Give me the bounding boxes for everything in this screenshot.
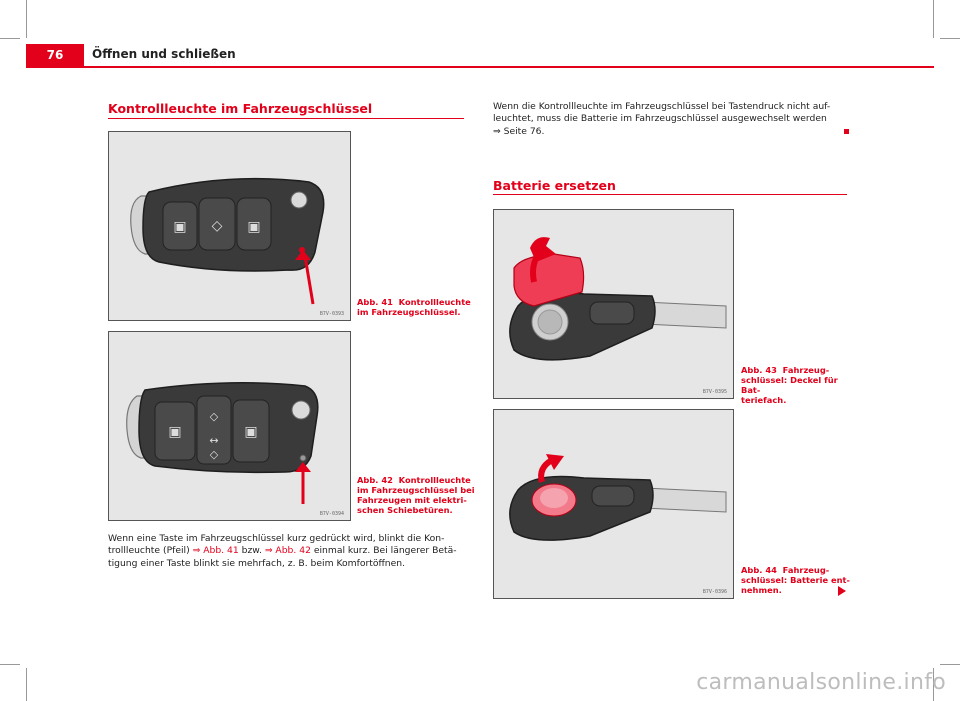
figure-code: B7V-0394 <box>319 511 344 517</box>
figure-42-link[interactable]: ⇒ Abb. 42 <box>264 545 311 557</box>
crop-mark <box>0 664 20 665</box>
section-rule <box>108 118 464 119</box>
figure-43-battery-cover: B7V-0395 <box>493 209 734 399</box>
crop-mark <box>933 0 934 38</box>
section-title-kontrollleuchte: Kontrollleuchte im Fahrzeugschlüssel <box>108 101 373 116</box>
figure-41-key-indicator: ▣ ◇ ▣ B7V-0393 <box>108 131 351 321</box>
key-remove-battery-illustration <box>494 410 733 598</box>
svg-text:◇: ◇ <box>210 410 219 423</box>
svg-text:↔: ↔ <box>209 434 218 447</box>
caption-text: teriefach. <box>741 395 787 405</box>
text-line: leuchtet, muss die Batterie im Fahrzeugs… <box>493 113 827 125</box>
caption-text: schen Schiebetüren. <box>357 505 453 515</box>
body-paragraph-right: Wenn die Kontrollleuchte im Fahrzeugschl… <box>493 101 849 138</box>
text-line: tigung einer Taste blinkt sie mehrfach, … <box>108 557 405 569</box>
section-rule <box>493 194 847 195</box>
page-number: 76 <box>26 44 84 66</box>
figure-code: B7V-0393 <box>319 311 344 317</box>
figure-44-battery-removal: B7V-0396 <box>493 409 734 599</box>
caption-label: Abb. 44 <box>741 565 777 575</box>
end-of-section-mark <box>844 129 849 134</box>
figure-44-caption: Abb. 44 Fahrzeug- schlüssel: Batterie en… <box>741 565 859 595</box>
running-header: Öffnen und schließen <box>92 47 236 61</box>
figure-code: B7V-0395 <box>702 389 727 395</box>
caption-text: nehmen. <box>741 585 782 595</box>
text-segment: trollleuchte (Pfeil) <box>108 545 193 557</box>
text-line: Wenn die Kontrollleuchte im Fahrzeugschl… <box>493 101 831 112</box>
crop-mark <box>933 668 934 701</box>
caption-text: Fahrzeugen mit elektri- <box>357 495 467 505</box>
continue-arrow-icon <box>838 586 846 596</box>
caption-label: Abb. 42 <box>357 475 393 485</box>
page-76-link[interactable]: ⇒ Seite 76. <box>493 125 545 137</box>
figure-42-caption: Abb. 42 Kontrollleuchte im Fahrzeugschlü… <box>357 475 475 515</box>
caption-text: Kontrollleuchte <box>398 297 471 307</box>
text-segment: einmal kurz. Bei längerer Betä- <box>310 545 457 557</box>
caption-label: Abb. 43 <box>741 365 777 375</box>
svg-text:▣: ▣ <box>173 219 186 235</box>
watermark: carmanualsonline.info <box>696 670 946 695</box>
caption-text: Fahrzeug- <box>782 365 830 375</box>
caption-text: im Fahrzeugschlüssel. <box>357 307 461 317</box>
svg-text:▣: ▣ <box>244 424 257 440</box>
crop-mark <box>940 664 960 665</box>
figure-41-link[interactable]: ⇒ Abb. 41 <box>192 545 239 557</box>
crop-mark <box>940 38 960 39</box>
key-open-cover-illustration <box>494 210 733 398</box>
text-line: Wenn eine Taste im Fahrzeugschlüssel kur… <box>108 533 445 544</box>
figure-42-key-indicator-sliding-doors: ▣ ◇ ↔ ◇ ▣ B7V-0394 <box>108 331 351 521</box>
crop-mark <box>0 38 20 39</box>
caption-text: schlüssel: Deckel für Bat- <box>741 375 838 395</box>
crop-mark <box>26 668 27 701</box>
header-rule <box>26 66 934 68</box>
caption-text: Kontrollleuchte <box>398 475 471 485</box>
caption-text: im Fahrzeugschlüssel bei <box>357 485 475 495</box>
crop-mark <box>26 0 27 38</box>
caption-text: Fahrzeug- <box>782 565 830 575</box>
figure-41-caption: Abb. 41 Kontrollleuchte im Fahrzeugschlü… <box>357 297 475 317</box>
caption-label: Abb. 41 <box>357 297 393 307</box>
section-title-batterie: Batterie ersetzen <box>493 178 616 193</box>
figure-code: B7V-0396 <box>702 589 727 595</box>
key-fob-illustration: ▣ ◇ ▣ <box>109 132 350 320</box>
key-fob-illustration: ▣ ◇ ↔ ◇ ▣ <box>109 332 350 520</box>
svg-text:▣: ▣ <box>168 424 181 440</box>
text-segment: bzw. <box>238 545 265 557</box>
svg-text:▣: ▣ <box>247 219 260 235</box>
svg-text:◇: ◇ <box>212 218 223 234</box>
svg-text:◇: ◇ <box>210 448 219 461</box>
figure-43-caption: Abb. 43 Fahrzeug- schlüssel: Deckel für … <box>741 365 859 405</box>
body-paragraph-left: Wenn eine Taste im Fahrzeugschlüssel kur… <box>108 533 464 570</box>
caption-text: schlüssel: Batterie ent- <box>741 575 850 585</box>
